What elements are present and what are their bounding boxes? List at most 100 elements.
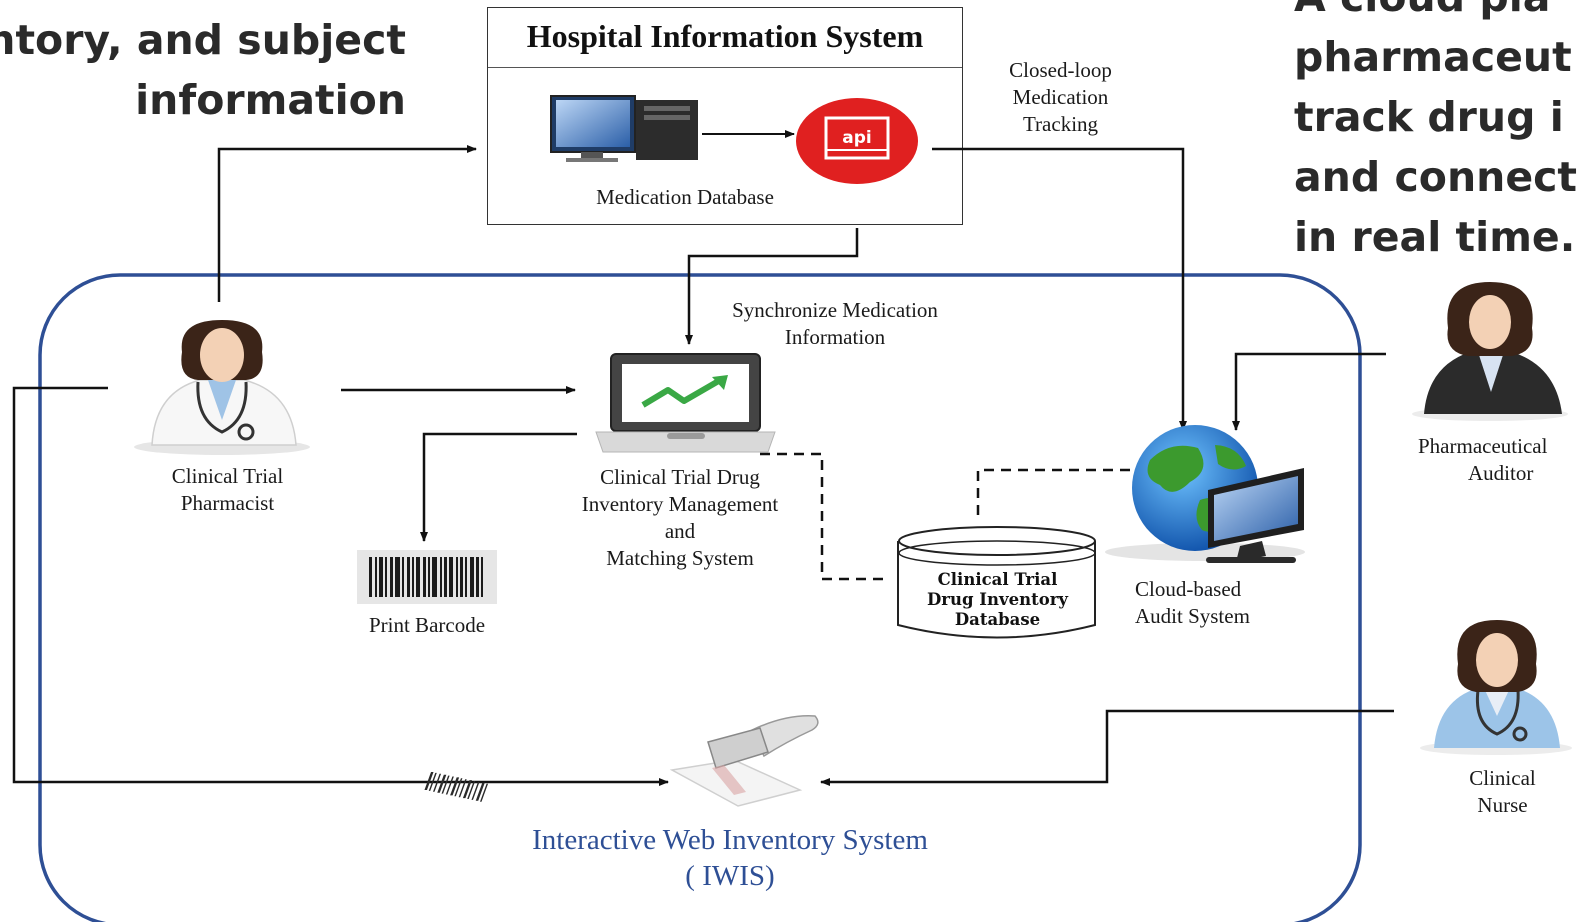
- closed-loop-label: Closed-loop Medication Tracking: [978, 57, 1143, 138]
- nurse-line: Nurse: [1477, 793, 1528, 817]
- barcode-bar: [465, 557, 467, 597]
- scanned-barcode: [424, 772, 489, 802]
- his-title: Hospital Information System: [488, 8, 962, 68]
- scanned-barcode-bar: [441, 775, 450, 794]
- scanned-barcode-bar: [424, 772, 434, 790]
- barcode-scanner-icon: [424, 715, 819, 807]
- right-caption-line: track drug i: [1294, 93, 1564, 141]
- barcode-bar: [407, 557, 410, 597]
- right-caption-line: A cloud pla: [1294, 0, 1577, 27]
- database-line: Clinical Trial: [937, 570, 1058, 589]
- barcode-bar: [375, 557, 377, 597]
- scanned-barcode-bar: [454, 778, 463, 797]
- barcode-bar: [412, 557, 414, 597]
- closed-loop-line: Tracking: [1022, 112, 1099, 136]
- scanned-barcode-bar: [475, 782, 485, 801]
- barcode-bar: [481, 557, 483, 597]
- barcode-bar: [444, 557, 447, 597]
- scanned-barcode-bar: [450, 777, 460, 796]
- database-to-audit-dashed: [976, 468, 1135, 515]
- iwis-title-line1: Interactive Web Inventory System: [532, 824, 928, 856]
- right-caption-line: pharmaceut: [1294, 33, 1572, 81]
- barcode-bar: [456, 557, 458, 597]
- scanned-barcode-bar: [445, 776, 454, 795]
- left-caption-line: ntory, and subject: [0, 16, 406, 64]
- barcode-bar: [423, 557, 426, 597]
- inventory-system-line: and: [664, 519, 696, 543]
- closed-loop-line: Medication: [1012, 85, 1109, 109]
- globe-monitor-icon: [1105, 425, 1305, 563]
- audit-system-label: Cloud-based Audit System: [1135, 576, 1285, 630]
- nurse-label: Clinical Nurse: [1440, 765, 1565, 819]
- barcode-bar: [402, 557, 404, 597]
- inventory-system-label: Clinical Trial Drug Inventory Management…: [565, 464, 795, 572]
- pharmacist-to-scanner-arrow: [12, 386, 669, 786]
- inventory-to-barcode-arrow: [420, 432, 577, 542]
- right-caption-line: in real time.: [1294, 213, 1576, 261]
- barcode-bar: [449, 557, 453, 597]
- audit-system-line: Cloud-based: [1135, 577, 1242, 601]
- barcode-bar: [385, 557, 387, 597]
- scanned-barcode-bar: [433, 773, 442, 792]
- closed-loop-line: Closed-loop: [1009, 58, 1112, 82]
- barcode-bar: [460, 557, 463, 597]
- scanned-barcode-bar: [428, 772, 437, 791]
- nurse-to-scanner-arrow: [820, 709, 1394, 786]
- left-caption-line: information: [135, 76, 406, 124]
- api-icon: [796, 98, 918, 184]
- laptop-trend-icon: [595, 353, 776, 453]
- pharmacist-line: Pharmacist: [180, 491, 275, 515]
- database-line: Drug Inventory: [927, 590, 1068, 609]
- database-line: Database: [954, 610, 1041, 629]
- barcode-bar: [416, 557, 420, 597]
- barcode-bars: [369, 557, 483, 597]
- iwis-title-line2: ( IWIS): [685, 860, 775, 892]
- print-barcode-label: Print Barcode: [368, 613, 486, 637]
- pharmacist-avatar: [134, 320, 310, 455]
- closed-loop-arrow: [932, 147, 1187, 431]
- barcode-bar: [395, 557, 400, 597]
- barcode-bar: [476, 557, 479, 597]
- inventory-system-line: Matching System: [606, 546, 754, 570]
- auditor-to-audit-arrow: [1232, 352, 1386, 431]
- auditor-line: Pharmaceutical: [1418, 434, 1548, 458]
- scanned-barcode-bar: [437, 774, 447, 793]
- pharmacist-to-his-arrow: [217, 145, 477, 302]
- auditor-avatar: [1412, 282, 1568, 421]
- inventory-to-database-dashed: [760, 452, 886, 581]
- barcode-bar: [369, 557, 372, 597]
- iwis-frame: [38, 273, 1362, 922]
- right-caption-line: and connect: [1294, 153, 1578, 201]
- barcode-bar: [379, 557, 383, 597]
- left-caption: ntory, and subject information: [0, 10, 406, 130]
- sync-line: Information: [784, 325, 886, 349]
- barcode-bar: [440, 557, 442, 597]
- barcode-bar: [470, 557, 474, 597]
- inventory-system-line: Clinical Trial Drug: [600, 465, 760, 489]
- inventory-system-line: Inventory Management: [581, 492, 779, 516]
- medication-database-label: Medication Database: [596, 185, 774, 209]
- database-cylinder-icon: [897, 526, 1096, 639]
- pharmacist-line: Clinical Trial: [171, 464, 284, 488]
- scanned-barcode-bar: [462, 780, 472, 799]
- nurse-line: Clinical: [1469, 766, 1536, 790]
- sync-label: Synchronize Medication Information: [700, 297, 970, 351]
- scanned-barcode-bar: [458, 779, 467, 798]
- nurse-avatar: [1420, 620, 1572, 755]
- barcode-bar: [390, 557, 393, 597]
- right-caption: A cloud pla pharmaceut track drug i and …: [1294, 0, 1577, 267]
- barcode-bar: [432, 557, 437, 597]
- auditor-line: Auditor: [1468, 461, 1534, 485]
- auditor-label: Pharmaceutical Auditor: [1418, 433, 1593, 487]
- scanned-barcode-bar: [471, 781, 480, 800]
- scanned-barcode-bar: [467, 781, 476, 799]
- iwis-title: Interactive Web Inventory System ( IWIS): [430, 822, 1030, 894]
- audit-system-line: Audit System: [1135, 604, 1250, 628]
- computer-icon: [550, 95, 698, 162]
- barcode-icon: [357, 550, 497, 604]
- sync-line: Synchronize Medication: [732, 298, 938, 322]
- barcode-bar: [428, 557, 430, 597]
- scanned-barcode-bar: [480, 783, 489, 802]
- pharmacist-label: Clinical Trial Pharmacist: [140, 463, 315, 517]
